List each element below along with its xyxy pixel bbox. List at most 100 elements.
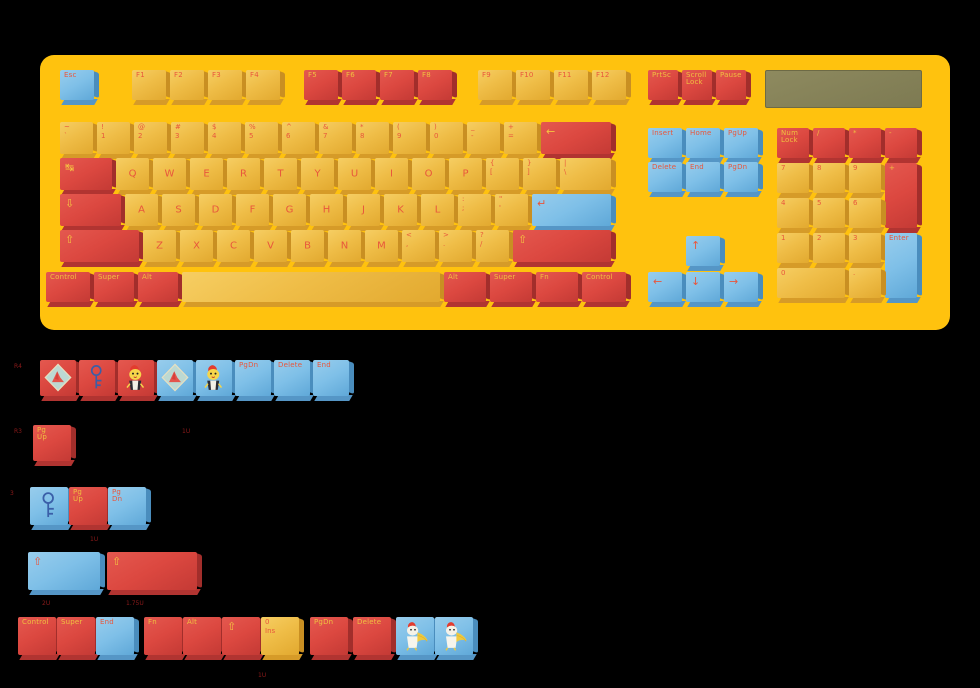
key-home-row-k[interactable]: K [384, 194, 422, 231]
key-numpad-8[interactable]: 8 [813, 163, 850, 198]
key-qwerty-row-u[interactable]: U [338, 158, 376, 195]
key-shift-row-blank[interactable]: <, [402, 230, 440, 267]
key-number-row-8[interactable]: *8 [356, 122, 394, 159]
key-bottom-row-super[interactable]: Super [490, 272, 537, 307]
key-home-row-g[interactable]: G [273, 194, 311, 231]
sample-key-r0-mountain[interactable] [157, 360, 198, 401]
sample-key-r4-control[interactable]: Control [18, 617, 61, 660]
key-shift-row-blank[interactable]: >. [439, 230, 477, 267]
key-shift-row-x[interactable]: X [180, 230, 218, 267]
sample-key-r0-delete[interactable]: Delete [274, 360, 315, 401]
key-function-row-f3[interactable]: F3 [208, 70, 247, 105]
key-arrow-cluster-blank[interactable]: → [724, 272, 763, 307]
key-arrow-cluster-blank[interactable]: ↓ [686, 272, 725, 307]
key-home-row-blank[interactable]: "' [495, 194, 533, 231]
key-qwerty-row-p[interactable]: P [449, 158, 487, 195]
key-qwerty-row-o[interactable]: O [412, 158, 450, 195]
key-shift-row-blank[interactable]: ⇧ [513, 230, 616, 267]
key-numpad-blank[interactable]: - [885, 128, 922, 163]
sample-key-r0-end[interactable]: End [313, 360, 354, 401]
key-function-row-f6[interactable]: F6 [342, 70, 381, 105]
key-numpad-6[interactable]: 6 [849, 198, 886, 233]
sample-key-r4-fn[interactable]: Fn [144, 617, 187, 660]
sample-key-r4-super[interactable]: Super [57, 617, 100, 660]
key-number-row-4[interactable]: $4 [208, 122, 246, 159]
key-number-row-5[interactable]: %5 [245, 122, 283, 159]
key-shift-row-c[interactable]: C [217, 230, 255, 267]
key-home-row-d[interactable]: D [199, 194, 237, 231]
key-shift-row-blank[interactable]: ?/ [476, 230, 514, 267]
key-qwerty-row-e[interactable]: E [190, 158, 228, 195]
key-number-row-6[interactable]: ^6 [282, 122, 320, 159]
sample-key-r4-delete[interactable]: Delete [353, 617, 396, 660]
key-qwerty-row-t[interactable]: T [264, 158, 302, 195]
key-function-row-f12[interactable]: F12 [592, 70, 631, 105]
key-numpad-7[interactable]: 7 [777, 163, 814, 198]
key-bottom-row-fn[interactable]: Fn [536, 272, 583, 307]
sample-key-r3-cap[interactable]: ⇧ [107, 552, 202, 595]
key-number-row-blank[interactable]: ← [541, 122, 616, 159]
key-qwerty-row-q[interactable]: Q [116, 158, 154, 195]
key-qwerty-row-blank[interactable]: |\ [560, 158, 616, 195]
sample-key-r0-key[interactable] [79, 360, 120, 401]
sample-key-r0-mountain[interactable] [40, 360, 81, 401]
key-qwerty-row-blank[interactable]: }] [523, 158, 561, 195]
key-home-row-h[interactable]: H [310, 194, 348, 231]
key-number-row-blank[interactable]: _- [467, 122, 505, 159]
key-qwerty-row-blank[interactable]: {[ [486, 158, 524, 195]
key-numpad-blank[interactable]: + [885, 163, 922, 233]
key-qwerty-row-r[interactable]: R [227, 158, 265, 195]
key-qwerty-row-i[interactable]: I [375, 158, 413, 195]
key-nav-cluster-end[interactable]: End [686, 162, 725, 197]
key-function-row-f4[interactable]: F4 [246, 70, 285, 105]
key-function-row-f11[interactable]: F11 [554, 70, 593, 105]
key-home-row-s[interactable]: S [162, 194, 200, 231]
key-function-row-f10[interactable]: F10 [516, 70, 555, 105]
key-home-row-l[interactable]: L [421, 194, 459, 231]
key-numpad-4[interactable]: 4 [777, 198, 814, 233]
key-shift-row-b[interactable]: B [291, 230, 329, 267]
key-function-row-f8[interactable]: F8 [418, 70, 457, 105]
key-number-row-blank[interactable]: += [504, 122, 542, 159]
key-numpad-9[interactable]: 9 [849, 163, 886, 198]
key-home-row-blank[interactable]: :; [458, 194, 496, 231]
key-function-row-prtsc[interactable]: PrtSc [648, 70, 683, 105]
key-numpad-blank[interactable]: / [813, 128, 850, 163]
key-number-row-7[interactable]: &7 [319, 122, 357, 159]
key-function-row-f2[interactable]: F2 [170, 70, 209, 105]
key-function-row-pause[interactable]: Pause [716, 70, 751, 105]
key-home-row-blank[interactable]: ⇩ [60, 194, 126, 231]
key-nav-cluster-insert[interactable]: Insert [648, 128, 687, 163]
key-nav-cluster-home[interactable]: Home [686, 128, 725, 163]
key-bottom-row-control[interactable]: Control [582, 272, 631, 307]
key-nav-cluster-delete[interactable]: Delete [648, 162, 687, 197]
key-shift-row-n[interactable]: N [328, 230, 366, 267]
key-shift-row-m[interactable]: M [365, 230, 403, 267]
key-bottom-row-alt[interactable]: Alt [444, 272, 491, 307]
sample-key-r0-chick[interactable] [196, 360, 237, 401]
sample-key-r4-cap[interactable]: ⇧ [222, 617, 265, 660]
key-function-row-f1[interactable]: F1 [132, 70, 171, 105]
sample-key-r2-key[interactable] [30, 487, 73, 530]
sample-key-r4-chick2[interactable] [435, 617, 478, 660]
key-numpad-1[interactable]: 1 [777, 233, 814, 268]
key-numpad-5[interactable]: 5 [813, 198, 850, 233]
key-arrow-cluster-blank[interactable]: ← [648, 272, 687, 307]
sample-key-r0-chick[interactable] [118, 360, 159, 401]
key-numpad-2[interactable]: 2 [813, 233, 850, 268]
key-function-row-f7[interactable]: F7 [380, 70, 419, 105]
sample-key-r4-chick2[interactable] [396, 617, 439, 660]
key-numpad-blank[interactable]: . [849, 268, 886, 303]
key-number-row-2[interactable]: @2 [134, 122, 172, 159]
key-function-row-f9[interactable]: F9 [478, 70, 517, 105]
sample-key-r4-pgdn[interactable]: PgDn [310, 617, 353, 660]
key-nav-cluster-pgup[interactable]: PgUp [724, 128, 763, 163]
key-qwerty-row-blank[interactable]: ↹ [60, 158, 117, 195]
key-number-row-3[interactable]: #3 [171, 122, 209, 159]
key-number-row-9[interactable]: (9 [393, 122, 431, 159]
